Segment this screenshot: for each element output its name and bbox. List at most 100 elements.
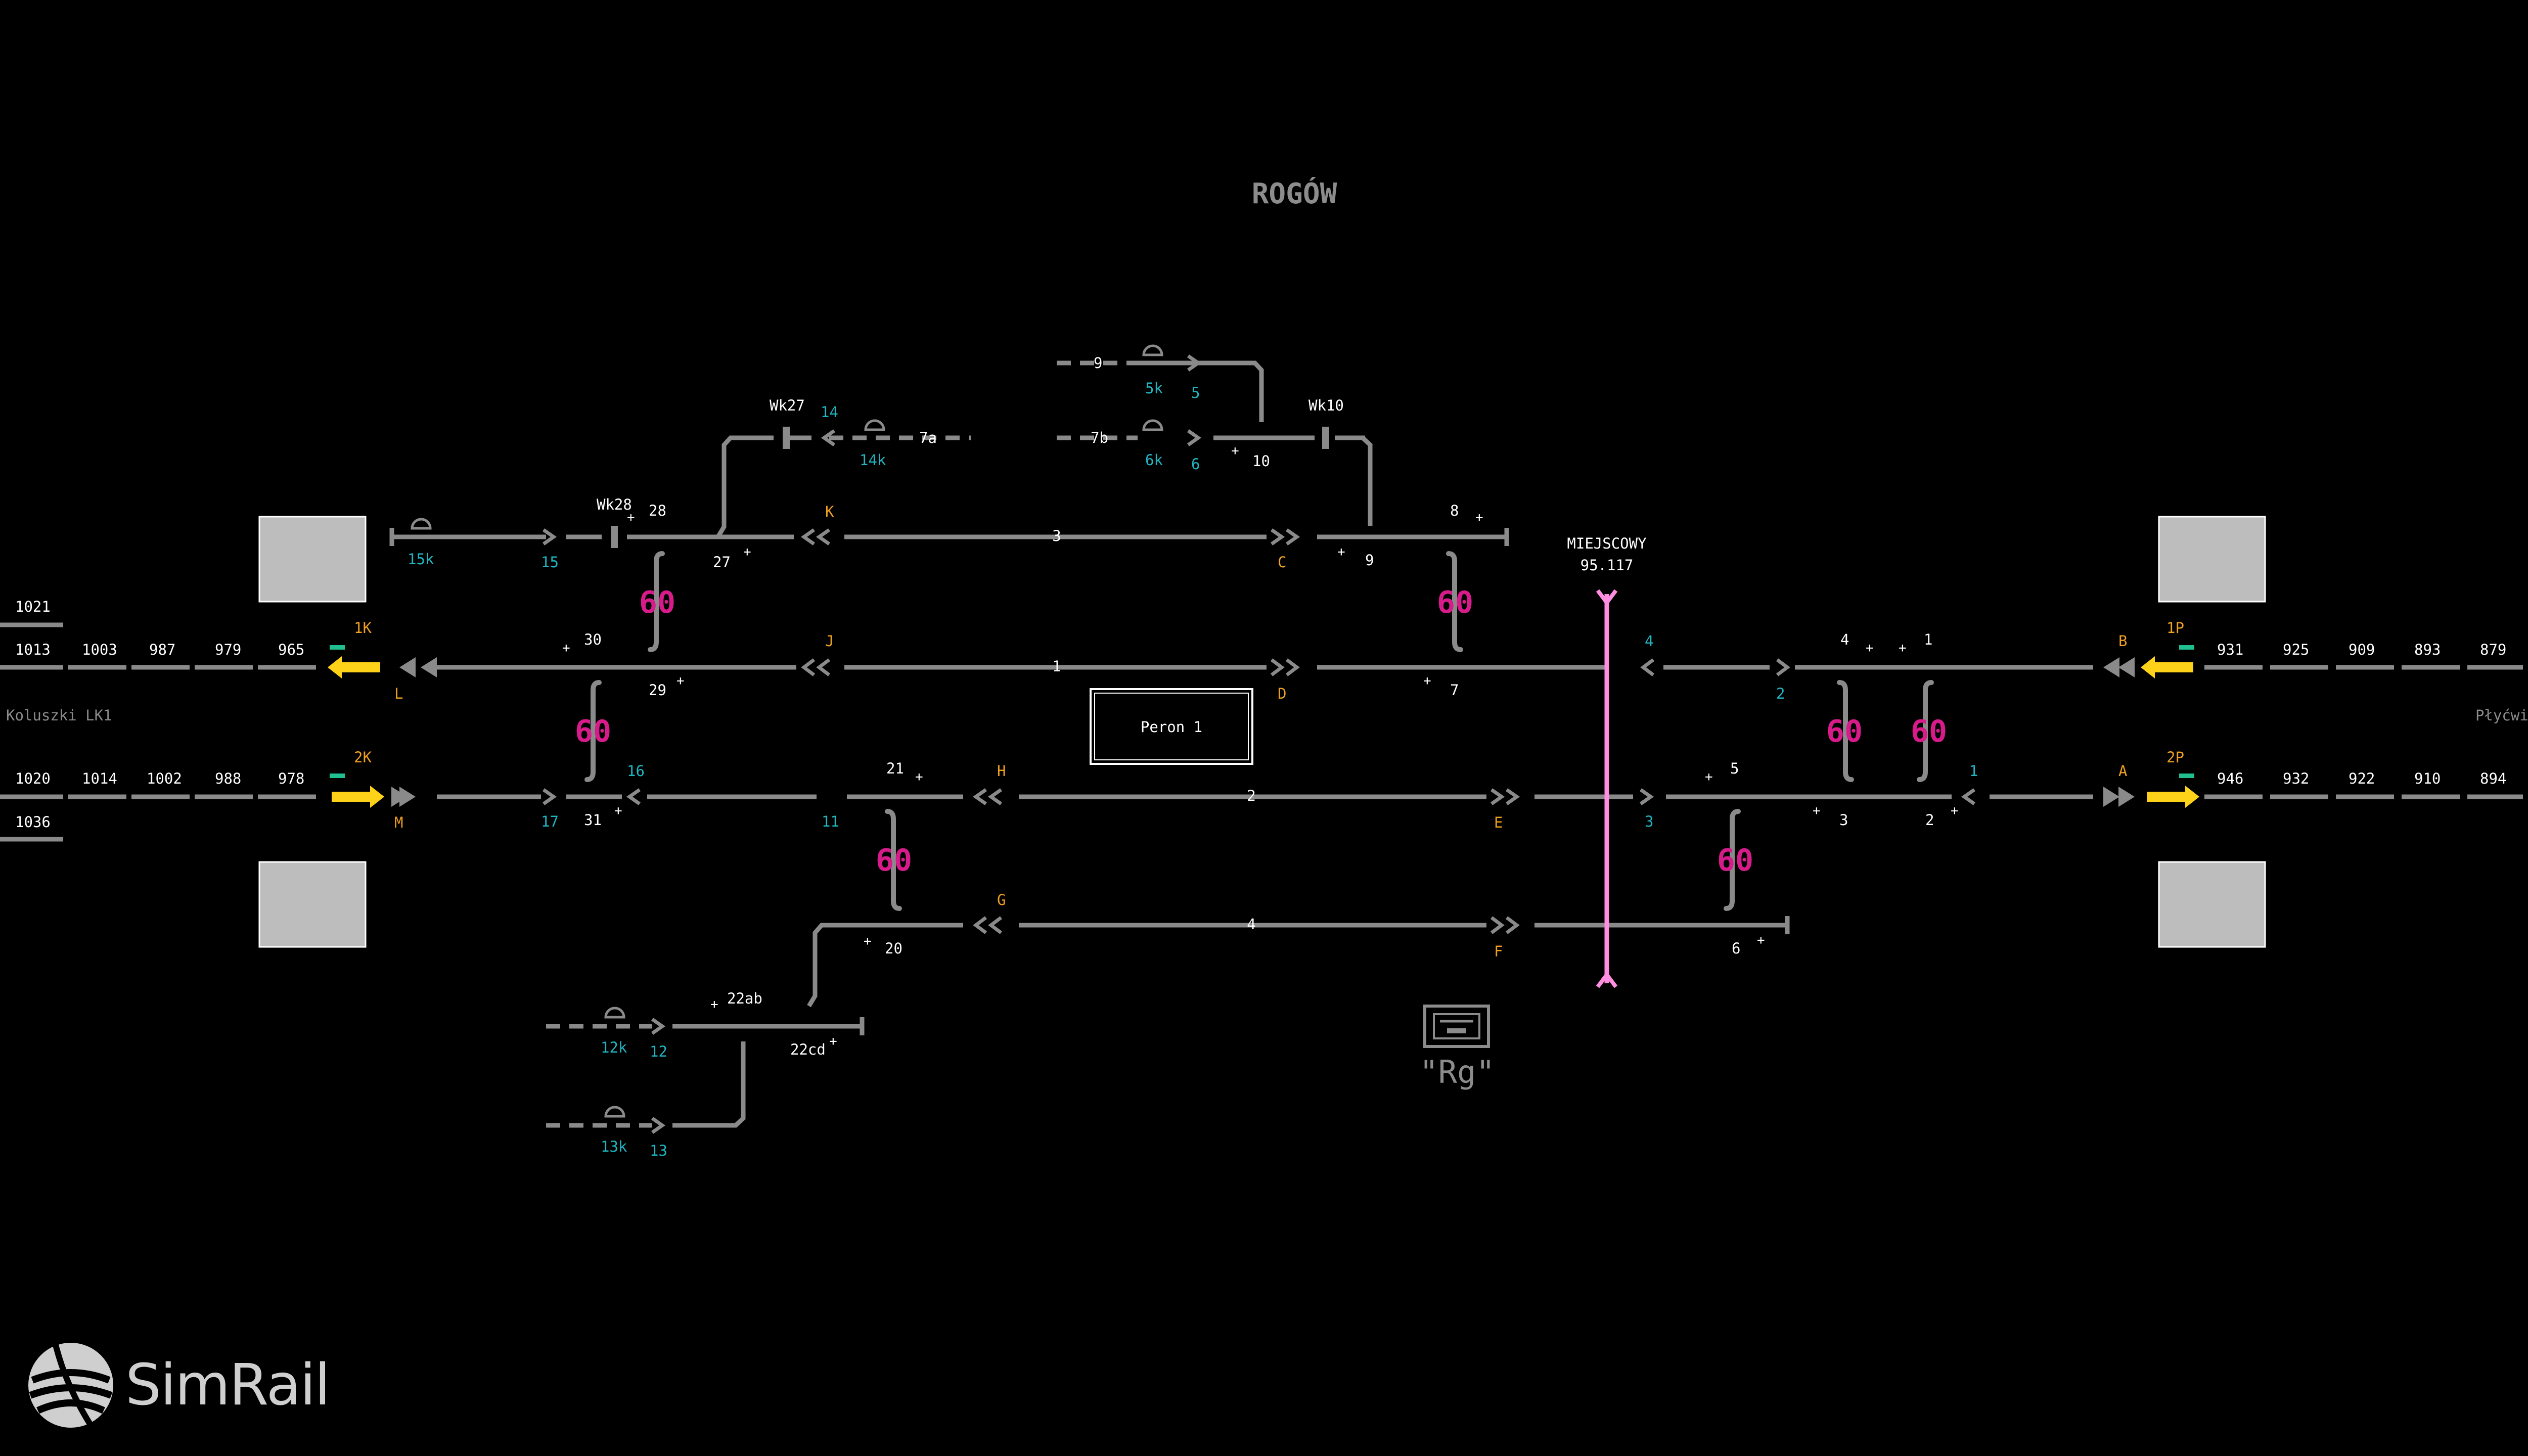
- speed-limit: 60: [1717, 843, 1753, 878]
- block-label: 931: [2217, 641, 2243, 658]
- block-label: 1013: [15, 641, 51, 658]
- signal-label: K: [825, 503, 834, 520]
- signal-label: G: [997, 891, 1006, 908]
- track-number: 4: [1247, 916, 1255, 933]
- circuit-label: 3: [1645, 813, 1653, 830]
- simrail-logo-text: SimRail: [125, 1352, 331, 1418]
- svg-text:+: +: [627, 510, 635, 525]
- station-title: ROGÓW: [1252, 177, 1337, 210]
- svg-text:+: +: [1705, 769, 1713, 785]
- svg-text:+: +: [1337, 544, 1345, 560]
- svg-text:+: +: [1423, 673, 1431, 689]
- svg-text:+: +: [676, 673, 685, 689]
- building-box-right-top: [2158, 516, 2266, 603]
- switch-markers: + + + + + + + + + + + + + + + + + + +: [562, 443, 1959, 1049]
- block-label: 1014: [82, 770, 117, 787]
- switch-label: 31: [584, 811, 602, 829]
- svg-text:+: +: [710, 997, 718, 1012]
- switch-brackets[interactable]: [584, 551, 1934, 911]
- switch-label: 27: [713, 554, 731, 571]
- speed-limit: 60: [876, 843, 912, 878]
- switch-label: 9: [1094, 354, 1102, 372]
- direction-left: Koluszki LK1: [6, 707, 112, 724]
- tracks: [389, 360, 2093, 1128]
- block-label: 1020: [15, 770, 51, 787]
- svg-text:+: +: [1813, 803, 1821, 818]
- block-label: 925: [2283, 641, 2309, 658]
- block-sections-right: [2204, 665, 2523, 799]
- signal-label: J: [825, 632, 834, 650]
- derailer-wk27[interactable]: [783, 427, 790, 449]
- derailer-wk28[interactable]: [611, 526, 618, 548]
- block-label: 946: [2217, 770, 2243, 787]
- rg-signal-icon[interactable]: [1423, 1005, 1490, 1048]
- speed-limit: 60: [1911, 714, 1947, 749]
- svg-text:+: +: [864, 934, 872, 949]
- simrail-logo: SimRail: [25, 1340, 331, 1431]
- entry-signal-1p[interactable]: [2141, 645, 2194, 678]
- signal-label: D: [1278, 685, 1286, 702]
- block-label: 1003: [82, 641, 117, 658]
- svg-text:+: +: [614, 803, 622, 818]
- shunting-boundary[interactable]: [1596, 589, 1618, 988]
- circuit-label: 15k: [408, 551, 434, 568]
- block-sections-left: [0, 622, 316, 842]
- entry-signal-2p[interactable]: [2147, 774, 2199, 808]
- circuit-label: 14k: [860, 451, 886, 469]
- switch-label: 22ab: [727, 990, 762, 1007]
- block-label: 893: [2414, 641, 2441, 658]
- switch-label: 6: [1732, 940, 1740, 957]
- circuit-label: 5: [1191, 384, 1200, 401]
- entry-signal-2k[interactable]: [330, 774, 384, 808]
- svg-text:+: +: [743, 544, 751, 560]
- platform-1: [1090, 688, 1253, 765]
- svg-text:+: +: [829, 1034, 837, 1049]
- circuit-label: 12: [650, 1043, 667, 1060]
- switch-label: 4: [1840, 631, 1849, 648]
- shunting-name: MIEJSCOWY: [1567, 535, 1646, 552]
- block-label: 987: [149, 641, 175, 658]
- switch-label: Wk27: [770, 397, 805, 414]
- building-box-left-top: [258, 516, 367, 603]
- svg-text:+: +: [1866, 641, 1874, 656]
- block-label: 922: [2349, 770, 2375, 787]
- svg-text:+: +: [1951, 803, 1959, 818]
- signal-label: B: [2118, 632, 2127, 650]
- entry-signal-1k[interactable]: [328, 645, 380, 678]
- svg-text:+: +: [1475, 510, 1483, 525]
- signal-label: F: [1494, 943, 1503, 960]
- switch-label: 21: [886, 760, 904, 777]
- signal-label: M: [394, 814, 403, 831]
- signal-label: H: [997, 762, 1006, 780]
- svg-text:+: +: [1757, 933, 1765, 948]
- signal-label: E: [1494, 814, 1503, 831]
- switch-label: 29: [649, 681, 666, 699]
- block-label: 894: [2480, 770, 2506, 787]
- circuit-label: 16: [627, 762, 645, 780]
- speed-limit: 60: [1437, 585, 1473, 620]
- track-number: 2: [1247, 787, 1255, 804]
- block-label: 879: [2480, 641, 2506, 658]
- circuit-label: 1: [1969, 762, 1978, 780]
- track-number: 1: [1052, 658, 1061, 675]
- platform-label: Peron 1: [1141, 718, 1202, 736]
- derailer-wk10[interactable]: [1322, 427, 1329, 449]
- speed-limit: 60: [639, 585, 675, 620]
- simrail-logo-icon: [28, 1343, 113, 1428]
- shunting-km: 95.117: [1581, 557, 1634, 574]
- shunt-signal-icons: [411, 344, 1163, 1118]
- circuit-label: 13k: [601, 1138, 627, 1155]
- signal-label: 1P: [2166, 619, 2184, 636]
- circuit-label: 4: [1645, 632, 1653, 650]
- signal-label: 1K: [354, 619, 372, 636]
- switch-label: 2: [1925, 811, 1934, 829]
- circuit-label: 13: [650, 1142, 667, 1159]
- switch-label: 10: [1252, 452, 1270, 470]
- circuit-label: 11: [822, 813, 839, 830]
- switch-label: Wk10: [1308, 397, 1344, 414]
- switch-label: 7b: [1091, 429, 1108, 446]
- circuit-label: 14: [821, 403, 838, 421]
- block-label: 1002: [147, 770, 182, 787]
- circuit-label: 6k: [1145, 451, 1163, 469]
